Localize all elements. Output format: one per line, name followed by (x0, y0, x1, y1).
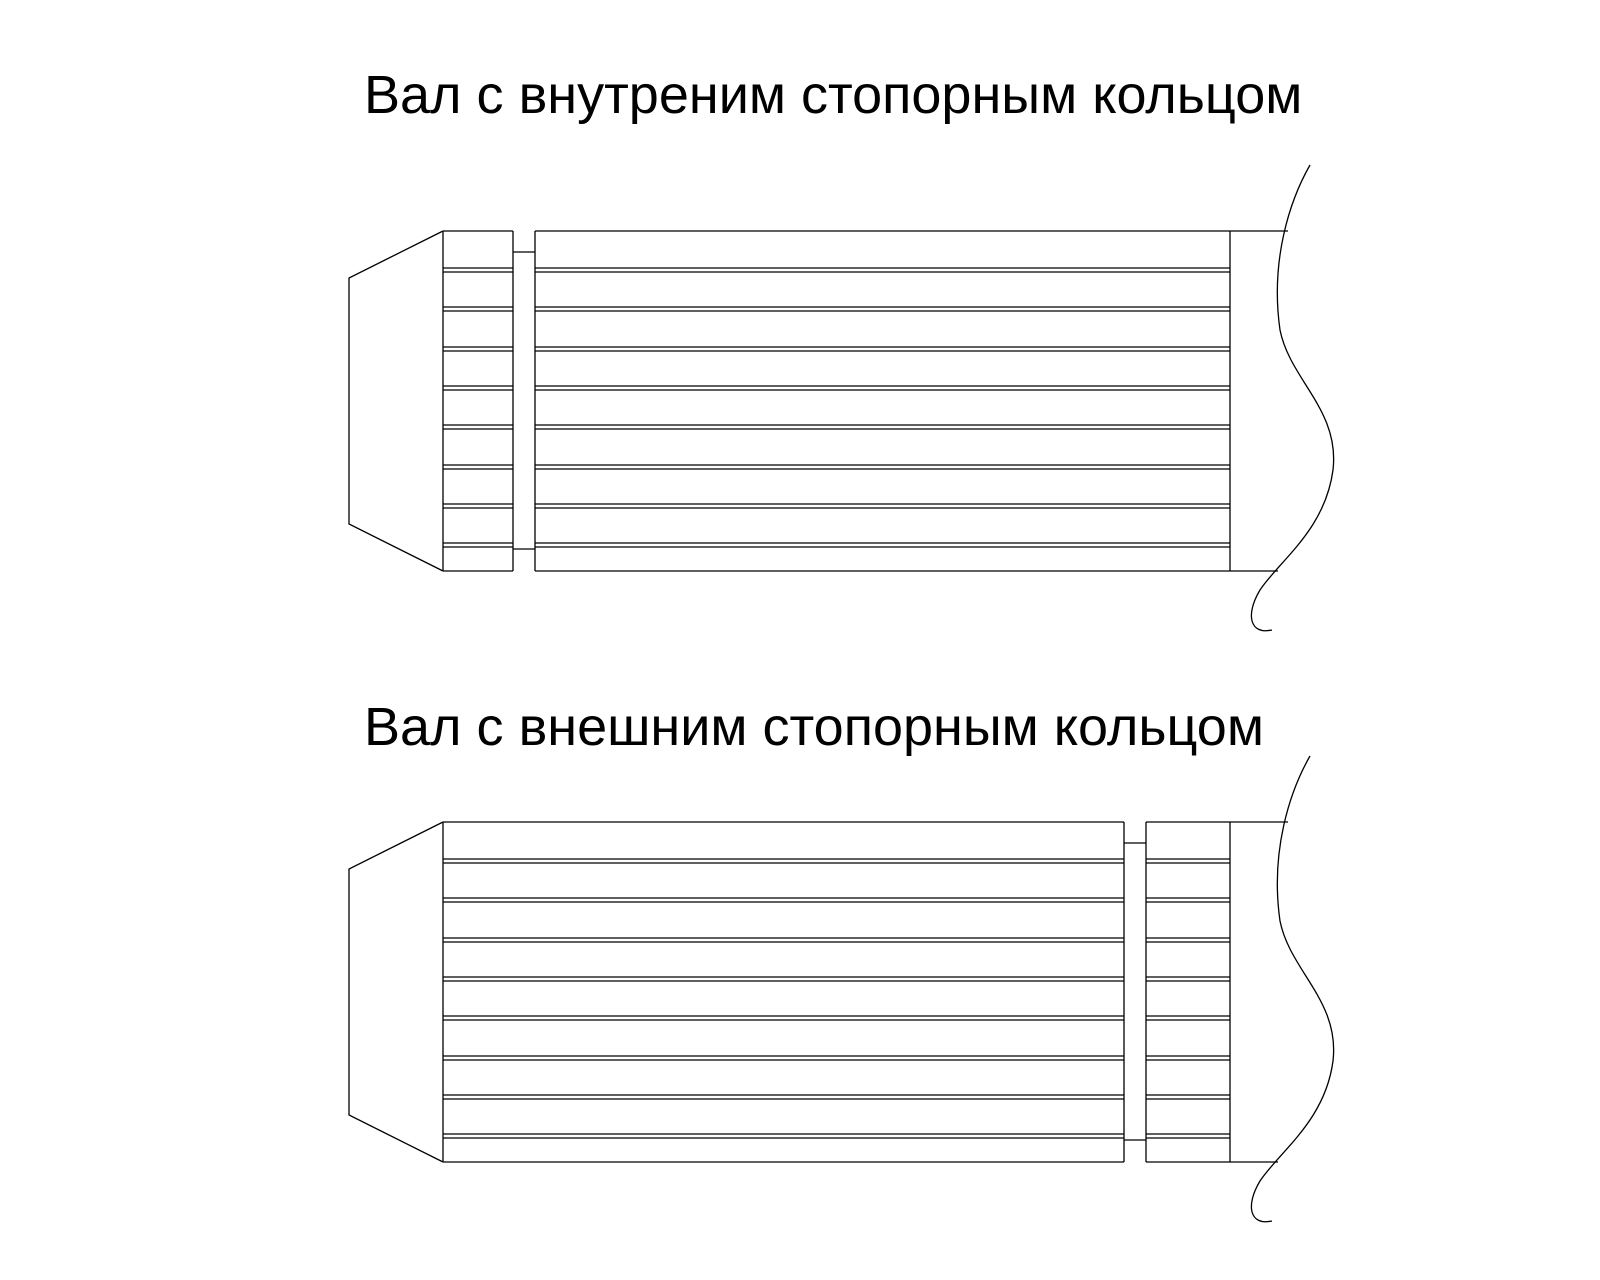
diagram-title-outer-ring: Вал с внешним стопорным кольцом (364, 697, 1264, 757)
break-line (1250, 755, 1335, 1223)
diagram-title-inner-ring: Вал с внутреним стопорным кольцом (364, 65, 1303, 125)
shaft-chamfer (348, 230, 444, 572)
shaft-chamfer (348, 821, 444, 1163)
break-line (1250, 164, 1335, 632)
